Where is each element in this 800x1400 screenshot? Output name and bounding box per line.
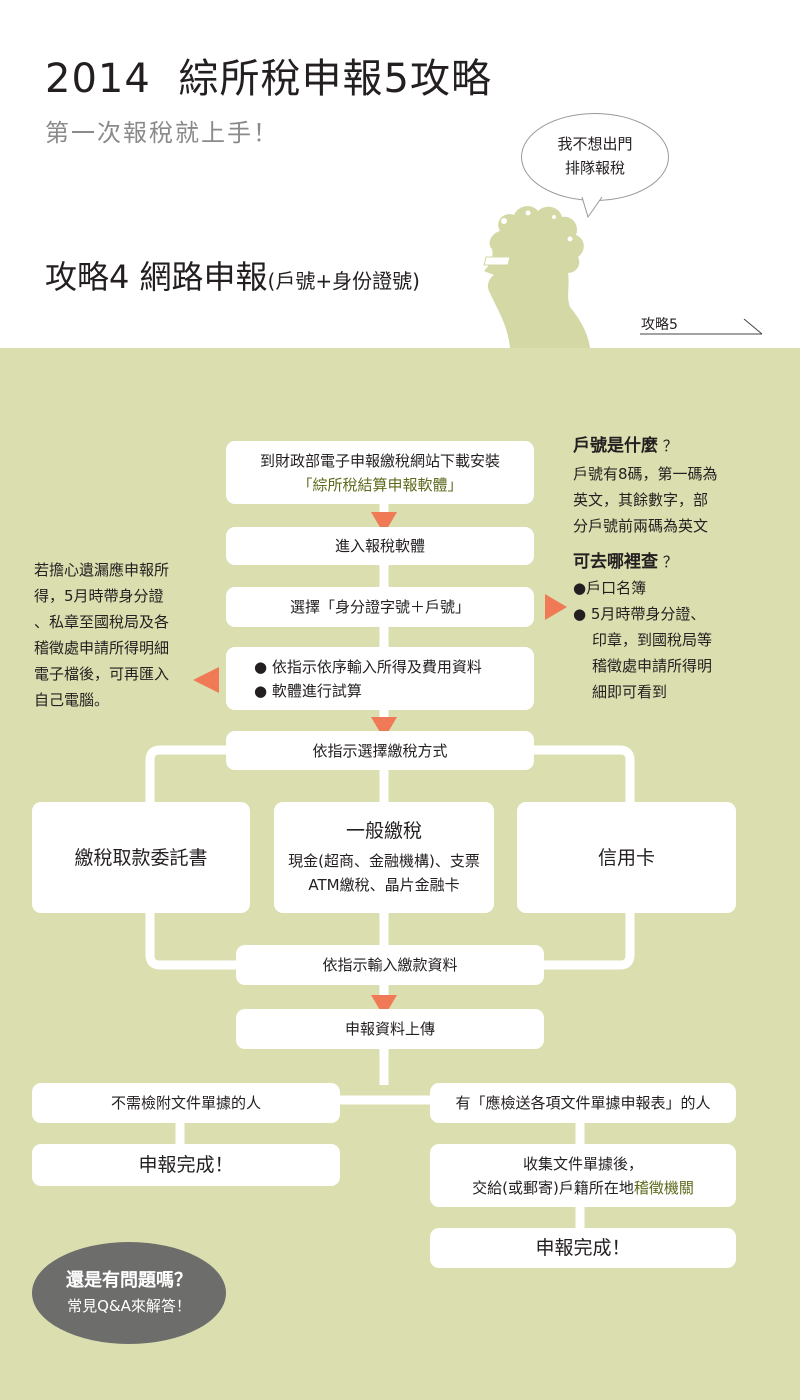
section-subtitle: (戶號+身份證號) (267, 269, 420, 293)
down-arrow-2 (371, 717, 397, 739)
left-note-line: 、私章至國稅局及各 (34, 613, 170, 631)
where-item-2-line: 稽徵處申請所得明 (592, 657, 713, 675)
question-1-text: 戶號是什麼 (573, 436, 658, 456)
where-item-2-line: 細即可看到 (592, 683, 668, 701)
payment-general-line1: 現金(超商、金融機構)、支票 (288, 851, 480, 870)
question-where-to-check: 可去哪裡查 ？ (573, 549, 718, 575)
step-input-payment-text: 依指示輸入繳款資料 (322, 956, 458, 974)
step-download-line1: 到財政部電子申報繳稅網站下載安裝 (259, 451, 500, 470)
step-input-payment: 依指示輸入繳款資料 (236, 945, 544, 985)
header: 2014 綜所稅申報5攻略 第一次報稅就上手！ 我不想出門 排隊報稅 攻略4 網… (0, 0, 800, 348)
question-1-mark: ？ (662, 437, 678, 455)
answer-1-line: 分戶號前兩碼為英文 (573, 517, 709, 535)
where-item-1: ●戶口名簿 (573, 579, 647, 597)
right-complete: 申報完成！ (430, 1228, 736, 1268)
submit-documents-line1: 收集文件單據後， (522, 1154, 643, 1173)
step-upload-text: 申報資料上傳 (344, 1020, 435, 1038)
bubble-line-1: 我不想出門 (557, 135, 633, 153)
answer-1-line: 英文，其餘數字，部 (573, 491, 709, 509)
title-text: 綜所稅申報5攻略 (178, 56, 492, 102)
right-complete-text: 申報完成！ (535, 1237, 631, 1259)
branch-no-documents-text: 不需檢附文件單據的人 (110, 1094, 261, 1112)
step-input-line1: ● 依指示依序輸入所得及費用資料 (254, 657, 482, 676)
down-arrow-3 (371, 995, 397, 1017)
faq-line-1: 還是有問題嗎？ (66, 1270, 192, 1291)
branch-with-documents-text: 有「應檢送各項文件單據申報表」的人 (455, 1094, 711, 1112)
speech-bubble: 我不想出門 排隊報稅 (521, 113, 669, 201)
branch-no-documents: 不需檢附文件單據的人 (32, 1083, 340, 1123)
next-arrow-icon[interactable] (640, 318, 765, 336)
step-submit-documents: 收集文件單據後， 交給(或郵寄)戶籍所在地稽徵機關 (430, 1144, 736, 1207)
where-item-2-line: 印章，到國稅局等 (592, 631, 713, 649)
down-arrow-1 (371, 512, 397, 534)
step-input-data: ● 依指示依序輸入所得及費用資料 ● 軟體進行試算 (226, 647, 534, 710)
step-choose-payment: 依指示選擇繳稅方式 (226, 731, 534, 770)
faq-button[interactable]: 還是有問題嗎？ 常見Q&A來解答！ (32, 1242, 226, 1344)
bubble-tail-icon (581, 195, 603, 219)
step-upload: 申報資料上傳 (236, 1009, 544, 1049)
payment-general-title: 一般繳稅 (345, 819, 422, 842)
left-note: 若擔心遺漏應申報所 得，5月時帶身分證 、私章至國稅局及各 稽徵處申請所得明細 … (34, 557, 169, 713)
left-complete-text: 申報完成！ (138, 1154, 234, 1176)
step-input-line2: ● 軟體進行試算 (254, 681, 362, 700)
payment-debit-authorization: 繳稅取款委託書 (32, 802, 250, 913)
next-link[interactable]: 攻略5 (641, 317, 678, 333)
submit-documents-line2-text: 交給(或郵寄)戶籍所在地 (472, 1178, 634, 1197)
payment-general-line2: ATM繳稅、晶片金融卡 (308, 875, 460, 894)
faq-line-2: 常見Q&A來解答！ (67, 1297, 191, 1315)
page-subtitle: 第一次報稅就上手！ (45, 119, 279, 147)
bubble-line-2: 排隊報稅 (564, 159, 625, 177)
left-note-line: 若擔心遺漏應申報所 (34, 561, 170, 579)
title-year: 2014 (45, 56, 151, 102)
payment-debit-text: 繳稅取款委託書 (74, 846, 208, 869)
section-title: 攻略4 網路申報(戶號+身份證號) (45, 252, 420, 298)
branch-with-documents: 有「應檢送各項文件單據申報表」的人 (430, 1083, 736, 1123)
left-note-line: 稽徵處申請所得明細 (34, 639, 170, 657)
question-2-text: 可去哪裡查 (573, 552, 658, 572)
left-complete: 申報完成！ (32, 1144, 340, 1186)
payment-credit-text: 信用卡 (597, 846, 655, 869)
right-note: 戶號是什麼 ？ 戶號有8碼，第一碼為 英文，其餘數字，部 分戶號前兩碼為英文 可… (573, 433, 718, 705)
left-arrow (193, 667, 219, 693)
step-download-line2: 「綜所稅結算申報軟體」 (297, 475, 463, 494)
step-select-id: 選擇「身分證字號＋戶號」 (226, 587, 534, 627)
page-title: 2014 綜所稅申報5攻略 (45, 46, 492, 104)
answer-1-line: 戶號有8碼，第一碼為 (573, 465, 718, 483)
person-silhouette-icon (483, 206, 590, 348)
step-select-id-text: 選擇「身分證字號＋戶號」 (289, 598, 470, 616)
payment-credit-card: 信用卡 (517, 802, 736, 913)
left-note-line: 電子檔後，可再匯入 (34, 665, 170, 683)
submit-documents-highlight: 稽徵機關 (633, 1178, 694, 1197)
where-item-2-line: ● 5月時帶身分證、 (573, 605, 706, 623)
step-enter-software-text: 進入報稅軟體 (334, 537, 425, 555)
submit-documents-line2: 交給(或郵寄)戶籍所在地稽徵機關 (472, 1176, 694, 1200)
left-note-line: 自己電腦。 (34, 691, 110, 709)
section-title-text: 攻略4 網路申報 (45, 258, 268, 296)
step-download: 到財政部電子申報繳稅網站下載安裝 「綜所稅結算申報軟體」 (226, 441, 534, 504)
step-choose-payment-text: 依指示選擇繳稅方式 (312, 741, 448, 760)
question-household-number: 戶號是什麼 ？ (573, 433, 718, 459)
step-enter-software: 進入報稅軟體 (226, 527, 534, 565)
right-arrow (545, 594, 567, 620)
left-note-line: 得，5月時帶身分證 (34, 587, 164, 605)
question-2-mark: ？ (662, 553, 678, 571)
payment-general: 一般繳稅 現金(超商、金融機構)、支票 ATM繳稅、晶片金融卡 (274, 802, 494, 913)
